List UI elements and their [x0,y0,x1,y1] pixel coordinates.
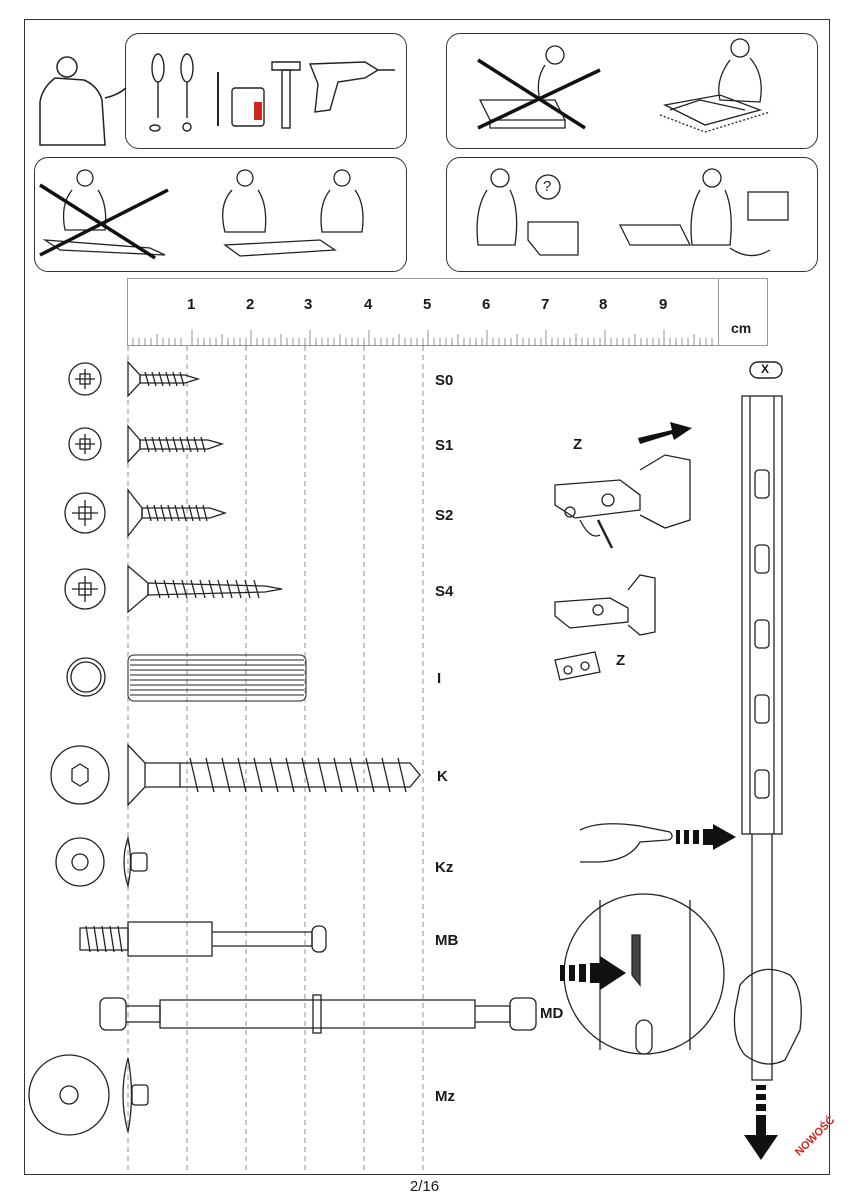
rail-badge-frame [749,361,783,379]
screw-s0-icon [127,360,201,398]
cap-mz-side-icon [122,1057,149,1133]
screw-k-head-icon [50,745,110,805]
two-person-assembly-panel [34,157,407,272]
cap-kz-side-icon [123,835,148,889]
ruler-number-7: 7 [541,296,550,313]
label-s1: S1 [435,437,454,454]
label-s0: S0 [435,372,454,389]
confused-person-icon [476,168,579,256]
tape-measure-icon [231,87,265,127]
screw-s2-icon [127,488,228,538]
hinge-label-top: Z [573,436,583,453]
label-kz: Kz [435,859,454,876]
connector-md-icon [99,994,537,1034]
pull-direction-arrow-icon [638,422,692,444]
two-persons-icon [222,169,364,257]
rail-badge: X [761,362,770,376]
ruler-number-1: 1 [187,296,196,313]
carpet-assembly-icon [659,38,771,133]
drawer-rail-icon [741,395,783,1081]
ruler-unit-box [718,278,768,346]
measurement-guides [127,346,424,1172]
label-s4: S4 [435,583,454,600]
ruler-unit: cm [731,320,752,336]
label-md: MD [540,1005,564,1022]
tools-panel [125,33,407,149]
screw-s1-icon [127,424,225,464]
dowel-i-icon [127,654,307,702]
cross-mark-icon [477,58,601,130]
cap-kz-top-icon [55,837,105,887]
hinge-adjust-icon [554,454,691,549]
do-not-assemble-on-hard-floor-panel [446,33,818,149]
screw-s1-head-icon [68,427,102,461]
dowel-i-end-icon [66,657,106,697]
cap-mz-top-icon [28,1054,110,1136]
ruler-number-3: 3 [304,296,313,313]
screwdriver-flat-icon [149,53,165,132]
ruler-number-9: 9 [659,296,668,313]
label-i: I [437,670,442,687]
label-mz: Mz [435,1088,455,1105]
power-drill-icon [308,61,395,113]
question-mark: ? [543,178,552,195]
hammer-icon [271,61,301,129]
ruler-number-2: 2 [246,296,255,313]
screw-s4-head-icon [64,568,106,610]
screw-k-icon [127,743,421,807]
hinge-label-bottom: Z [616,652,626,669]
ruler-number-5: 5 [423,296,432,313]
label-k: K [437,768,448,785]
label-mb: MB [435,932,459,949]
label-s2: S2 [435,507,454,524]
page-number: 2/16 [409,1178,440,1195]
screwdriver-phillips-icon [180,53,194,132]
hinge-plate-icon [554,651,601,681]
rail-down-arrow-icon [744,1085,778,1160]
ruler-number-6: 6 [482,296,491,313]
screw-s4-icon [127,564,283,614]
cross-mark-icon-2 [39,183,169,260]
ruler-number-8: 8 [599,296,608,313]
detail-press-arrow-icon [560,956,626,990]
assembly-person-icon [39,56,127,146]
page-frame [24,19,830,1175]
detail-magnifier-icon [563,893,725,1055]
ruler-ticks [132,330,713,346]
ruler [127,278,768,346]
pointing-hand-icon [579,823,673,863]
gripping-hand-icon [733,968,802,1065]
phone-person-icon [618,168,789,257]
screw-s2-head-icon [64,492,106,534]
press-arrow-icon [676,824,736,850]
ask-for-help-panel [446,157,818,272]
hinge-assembled-icon [554,574,656,636]
ruler-number-4: 4 [364,296,373,313]
screw-s0-head-icon [68,362,102,396]
connector-mb-icon [79,921,327,957]
